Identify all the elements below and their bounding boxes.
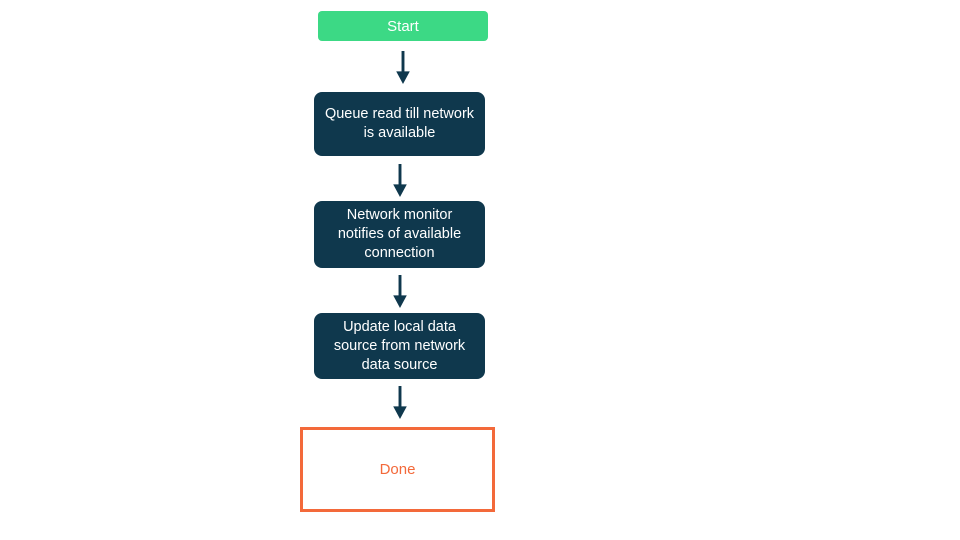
flow-node-queue-read: Queue read till network is available	[314, 92, 485, 156]
flow-node-update-local-data: Update local data source from network da…	[314, 313, 485, 379]
arrow-down-icon	[396, 51, 410, 84]
arrow-down-icon	[393, 386, 407, 419]
flow-node-network-monitor: Network monitor notifies of available co…	[314, 201, 485, 268]
arrow-down-icon	[393, 275, 407, 308]
flow-node-start: Start	[318, 11, 488, 41]
flow-node-done: Done	[300, 427, 495, 512]
arrow-down-icon	[393, 164, 407, 197]
